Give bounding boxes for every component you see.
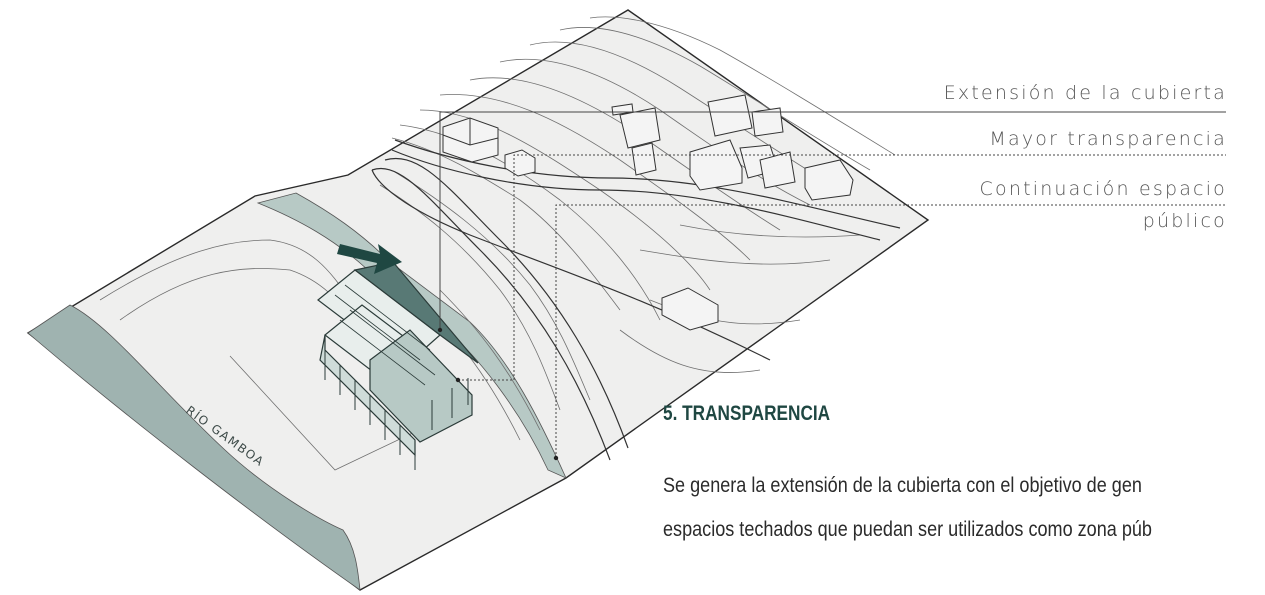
label-public-space-line1: Continuación espacio: [979, 178, 1227, 200]
leader-lines: [439, 111, 1226, 458]
houses: [442, 94, 854, 331]
label-public-space-line2: público: [1142, 210, 1227, 232]
leader-dot-3: [553, 455, 559, 461]
leader-transparency: [513, 154, 1226, 380]
label-roof-extension: Extensión de la cubierta: [943, 82, 1227, 104]
roof-extension-arrow: [337, 244, 402, 274]
building-front: [369, 329, 473, 443]
leader-public-space: [555, 204, 1226, 458]
river: [27, 304, 361, 591]
leader-dot-2: [455, 377, 461, 383]
terrain-base: [26, 9, 930, 591]
leader-dot-1: [437, 327, 443, 333]
main-building: [317, 261, 479, 470]
label-transparency: Mayor transparencia: [989, 128, 1227, 150]
leader-roof-extension: [439, 111, 1226, 330]
